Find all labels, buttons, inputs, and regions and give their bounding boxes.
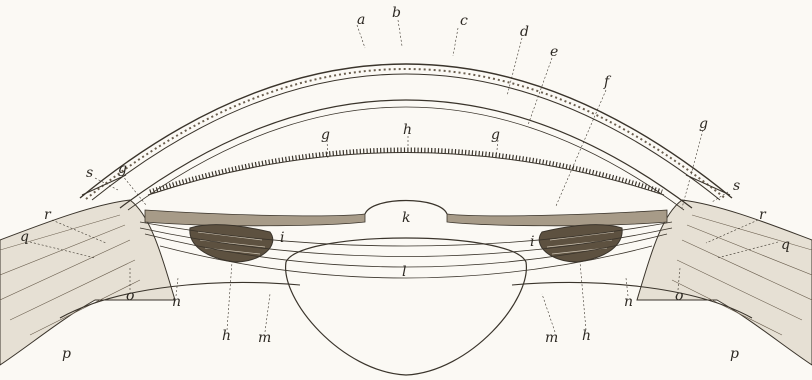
- label-n-left: n: [172, 294, 181, 310]
- label-p-left: p: [62, 346, 71, 362]
- label-i-left: i: [280, 230, 284, 246]
- label-h-top: h: [403, 122, 412, 138]
- label-q-left: q: [20, 229, 29, 245]
- label-g-left-inner: g: [321, 127, 330, 143]
- label-g-left-outer: g: [118, 161, 127, 177]
- label-c: c: [460, 13, 468, 29]
- label-p-right: p: [730, 346, 739, 362]
- label-q-right: q: [781, 237, 790, 253]
- label-o-left: o: [126, 288, 134, 304]
- label-s-left: s: [86, 165, 93, 181]
- label-l: l: [402, 264, 406, 280]
- label-b: b: [392, 5, 401, 21]
- label-o-right: o: [675, 288, 683, 304]
- label-h-left-bottom: h: [222, 328, 231, 344]
- label-a: a: [357, 12, 365, 28]
- label-m-right: m: [545, 330, 558, 346]
- label-d: d: [520, 24, 529, 40]
- label-m-left: m: [258, 330, 271, 346]
- label-g-right-outer: g: [699, 116, 708, 132]
- label-s-right: s: [733, 178, 740, 194]
- label-i-right: i: [530, 234, 534, 250]
- label-h-right-bottom: h: [582, 328, 591, 344]
- label-n-right: n: [624, 294, 633, 310]
- label-g-right-inner: g: [491, 127, 500, 143]
- label-k: k: [402, 210, 410, 226]
- label-e: e: [550, 44, 558, 60]
